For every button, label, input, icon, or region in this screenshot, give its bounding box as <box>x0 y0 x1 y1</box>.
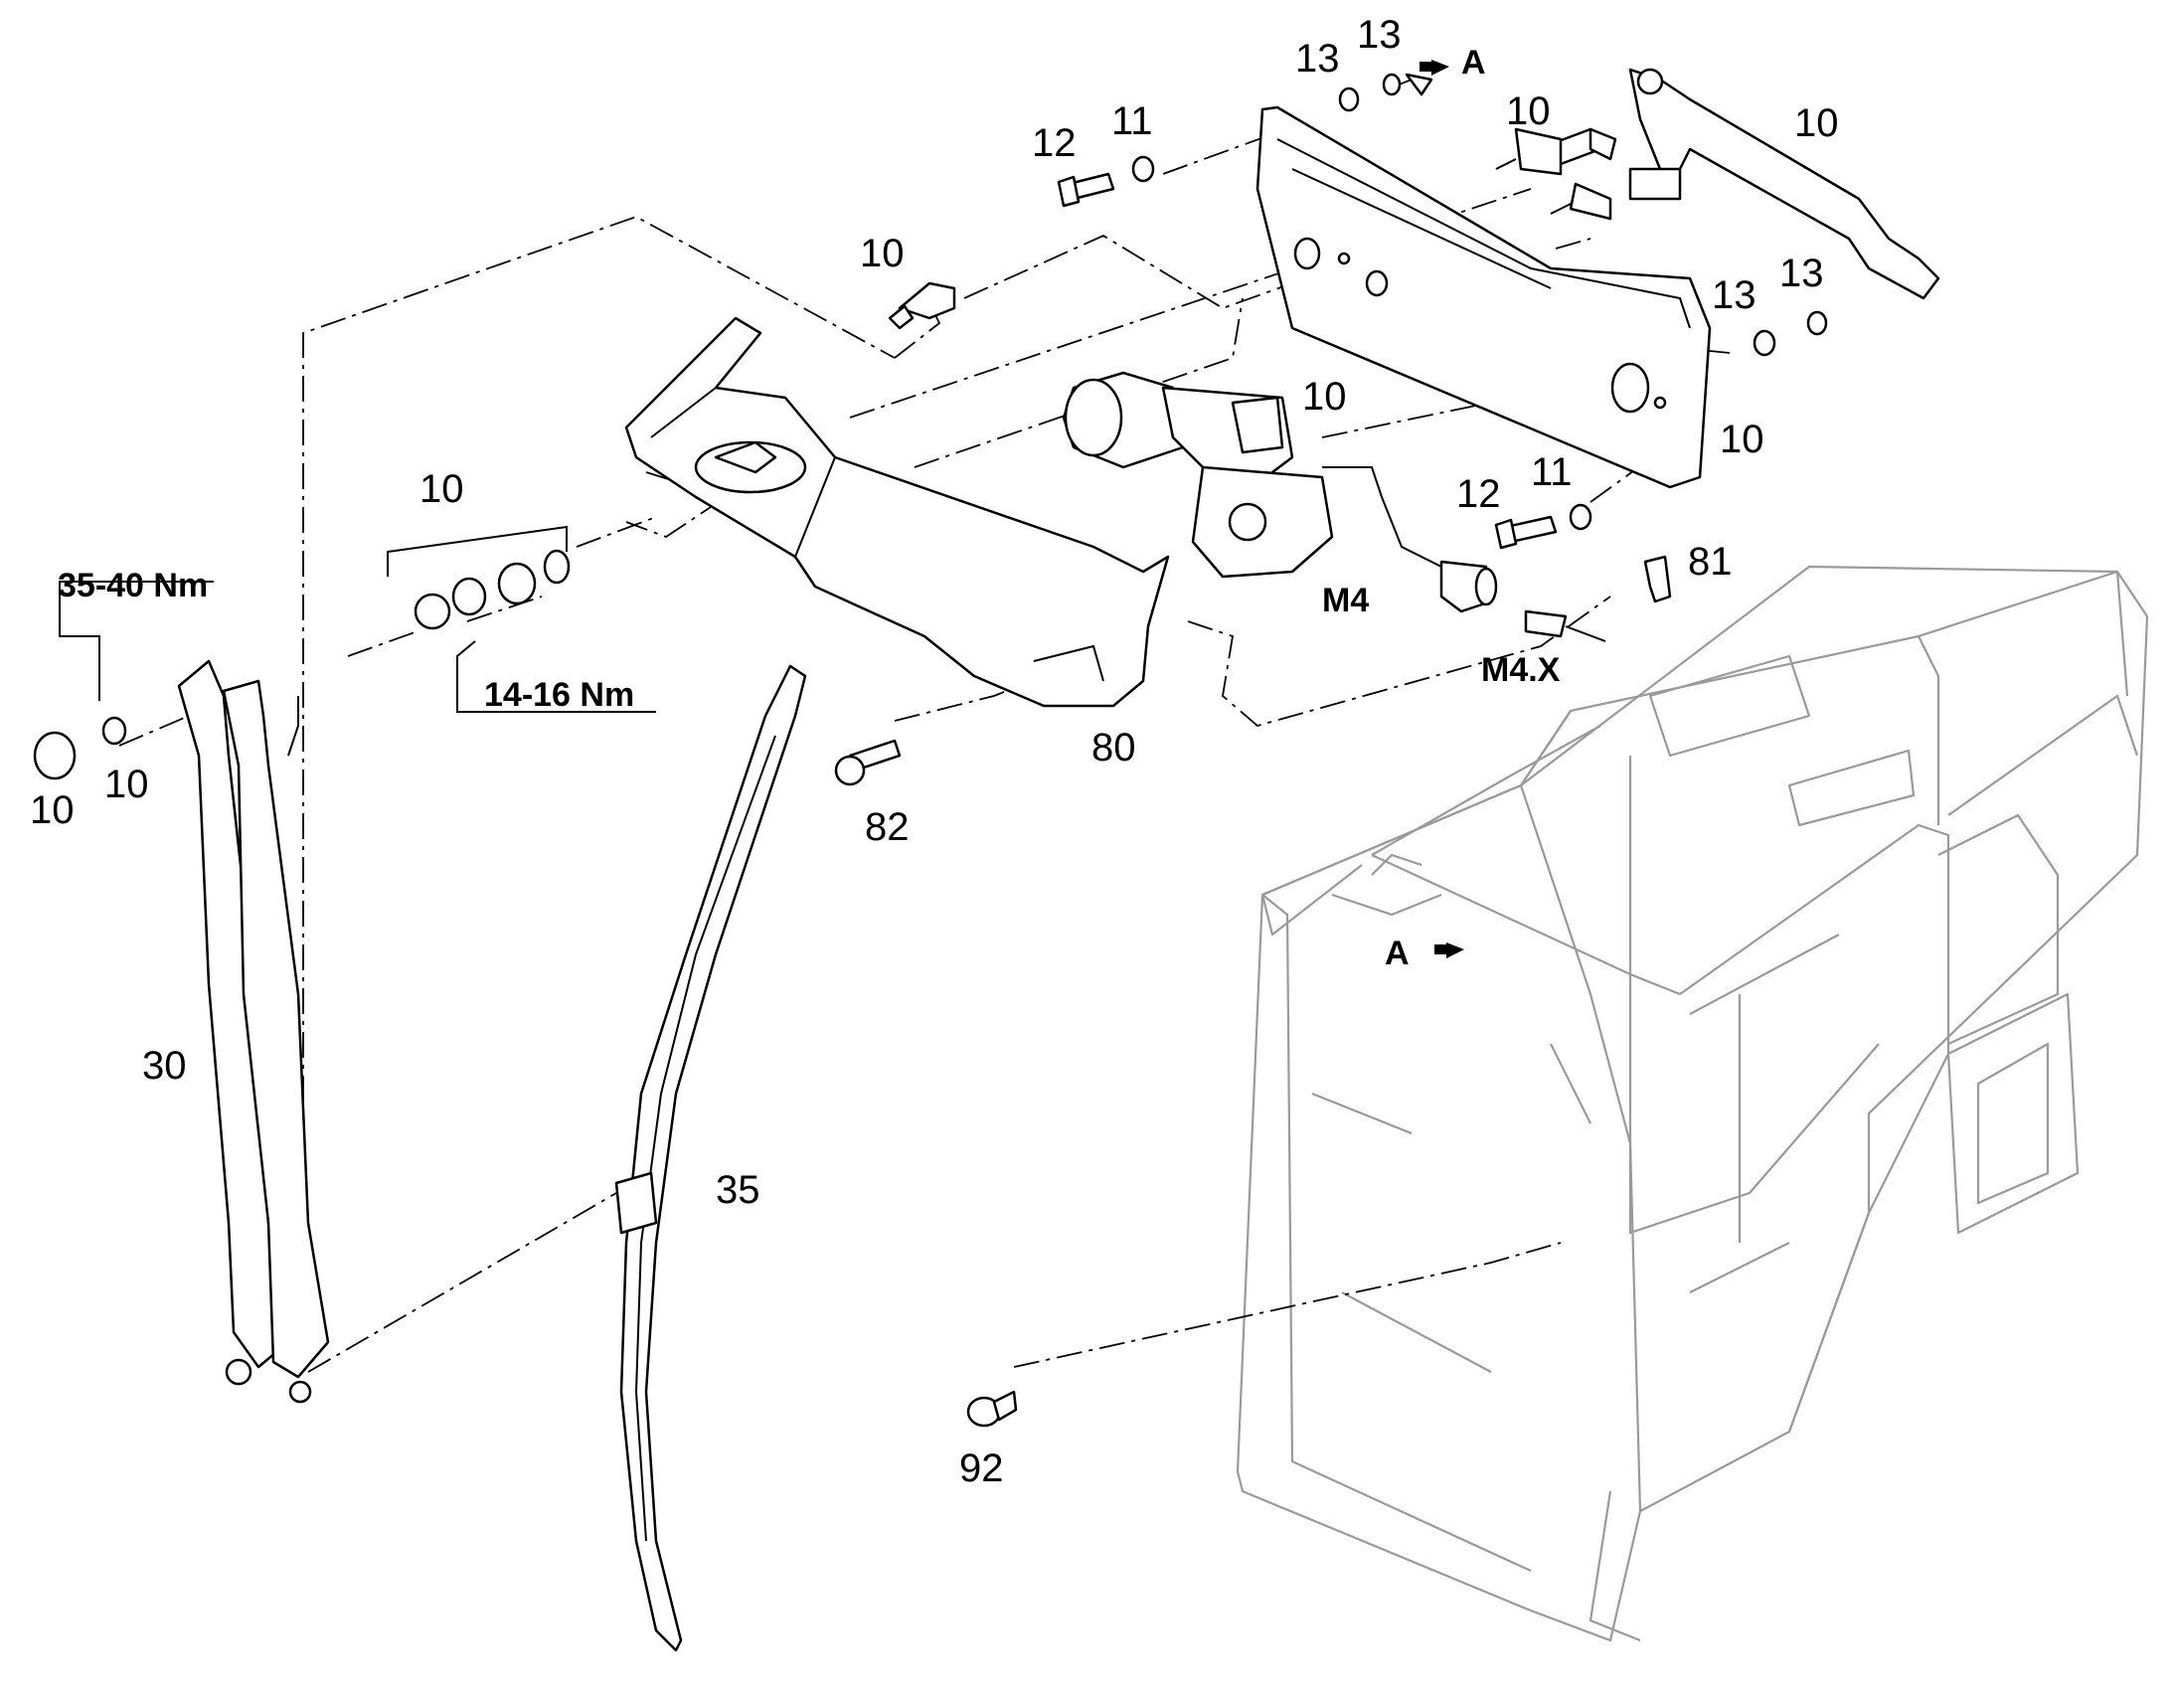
callout-12: 12 <box>1456 472 1501 516</box>
callout-30: 30 <box>142 1044 187 1088</box>
callout-92: 92 <box>959 1447 1004 1490</box>
callout-10: 10 <box>1720 418 1764 461</box>
label-m4: M4 <box>1322 582 1369 619</box>
torque-label-upper: 35-40 Nm <box>58 567 208 604</box>
wiper-motor-m4 <box>1062 371 1498 613</box>
bolt-12-lower <box>1494 503 1592 550</box>
label-m4x: M4.X <box>1481 651 1561 689</box>
callout-13: 13 <box>1712 273 1756 317</box>
callout-10: 10 <box>419 467 464 511</box>
callout-81: 81 <box>1688 540 1733 584</box>
callout-13: 13 <box>1779 252 1824 295</box>
callout-12: 12 <box>1032 121 1077 165</box>
operator-cab <box>1236 565 2149 1642</box>
label-arrow-a: A <box>1461 44 1486 82</box>
washer-stack <box>414 549 571 630</box>
arrow-a-cab-icon <box>1434 942 1464 958</box>
callout-82: 82 <box>865 805 910 849</box>
callout-10: 10 <box>1302 375 1347 419</box>
callout-13: 13 <box>1295 37 1340 81</box>
callout-13: 13 <box>1357 13 1402 57</box>
callout-35: 35 <box>716 1168 760 1212</box>
wiper-cover-80 <box>624 316 1170 708</box>
washer-nozzle <box>888 281 956 330</box>
callout-10: 10 <box>860 232 905 275</box>
wiper-blade-35 <box>614 664 807 1652</box>
torque-label-lower: 14-16 Nm <box>484 676 634 714</box>
arrow-a-top-icon <box>1420 60 1449 76</box>
wiper-arm-30 <box>177 659 330 1404</box>
leader-lines <box>118 79 1731 1373</box>
washers-13 <box>1338 73 1828 357</box>
callout-80: 80 <box>1091 726 1136 769</box>
connector-m4x <box>1524 609 1606 642</box>
callout-11: 11 <box>1111 99 1153 143</box>
label-arrow-a-cab: A <box>1385 935 1410 972</box>
clip-81 <box>1643 555 1672 603</box>
callout-11: 11 <box>1531 450 1573 494</box>
callout-10: 10 <box>30 788 75 832</box>
callout-10: 10 <box>104 763 149 806</box>
mounting-plate <box>1255 105 1712 489</box>
screw-82 <box>834 739 902 786</box>
bracket-cap-torque <box>59 581 214 701</box>
callout-10: 10 <box>1506 89 1551 133</box>
bolt-12-upper <box>1057 155 1155 208</box>
callout-labels: 13 13 A 12 11 10 10 10 13 13 10 10 12 11… <box>30 13 1839 1490</box>
plug-92 <box>966 1390 1018 1428</box>
bracket-upper <box>387 525 568 577</box>
cap-and-nut <box>33 716 127 780</box>
wiper-linkage <box>1495 68 1940 300</box>
bracket-lower-torque <box>456 640 656 713</box>
callout-10: 10 <box>1794 101 1839 145</box>
